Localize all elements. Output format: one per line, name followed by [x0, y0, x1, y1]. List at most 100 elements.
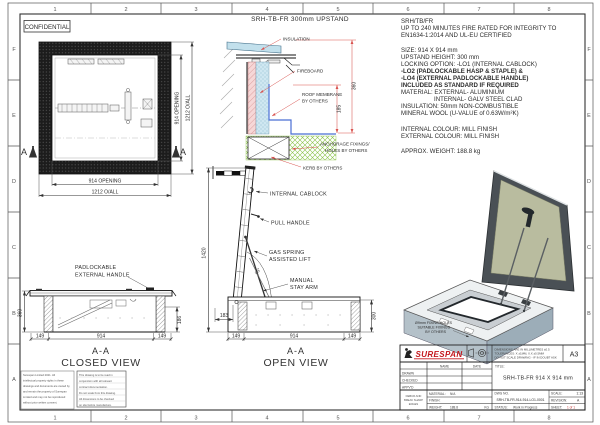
grid-row: C: [587, 245, 591, 251]
fixing-holes-label-2: SUITABLE FIXINGS: [418, 326, 451, 330]
sheet-size: A3: [570, 352, 579, 359]
closed-dim-360: 360: [18, 309, 24, 318]
revision-label: REVISION:: [551, 398, 567, 402]
dwg-number: SRH-TB-FR-914-914-LO1-0001: [496, 398, 544, 402]
grid-col: 4: [265, 7, 268, 13]
title-block: SURESPAN DIMENSIONS ARE IN MILLIMETRES ±…: [399, 344, 586, 411]
weight-value: 188.8: [450, 405, 458, 409]
note-line: intellectual property rights in these: [23, 379, 64, 383]
confidential-stamp: CONFIDENTIAL: [23, 20, 71, 33]
material-label: MATERIAL:: [429, 392, 446, 396]
grid-col: 8: [547, 7, 550, 13]
grid-row: C: [12, 245, 16, 251]
open-angle: 85°: [254, 267, 262, 276]
spec-line: LOCKING OPTION: -LO1 (INTERNAL CABLOCK): [401, 61, 537, 68]
debur-note-1: DEBUR AND: [406, 394, 422, 398]
section-title: SRH-TB-FR 300mm UPSTAND: [251, 16, 349, 23]
upstand-section-detail: SRH-TB-FR 300mm UPSTAND 360 185 INSULATI…: [212, 16, 370, 179]
spec-line: INSULATION: 50mm NON-COMBUSTIBLE: [401, 103, 518, 110]
grid-row: A: [587, 377, 591, 383]
note-line: conjunction with all relevant: [79, 379, 112, 383]
spec-line: EXTERNAL COLOUR: MILL FINISH: [401, 133, 499, 140]
spec-line: APPROX. WEIGHT: 188.8 kg: [401, 148, 480, 155]
tolerance-note-2: TOLERANCES: X ±1MM, X.X ±0.5MM: [495, 352, 545, 356]
note-line: All dimensions to be checked: [79, 397, 114, 401]
pull-handle-label: PULL HANDLE: [271, 221, 310, 227]
stay-arm: [249, 257, 273, 304]
gas-spring-label-1: GAS SPRING: [269, 250, 305, 256]
anchorage-label-2: HOLES BY OTHERS: [325, 148, 367, 153]
roof-membrane-line: [268, 84, 336, 135]
section-marker-right: A: [171, 146, 186, 158]
section-letter: A: [21, 147, 28, 157]
padlock-handle-label-2: EXTERNAL HANDLE: [75, 273, 130, 279]
plan-dim-overall-right: 1212 O/ALL: [186, 94, 192, 121]
drawing-title: SRH-TB-FR 914 X 914 mm: [503, 376, 573, 382]
grid-col: 7: [477, 416, 480, 422]
spec-line: -LO4 (EXTERNAL PADLOCKABLE HANDLE): [401, 75, 528, 82]
col-date: DATE: [473, 364, 481, 368]
grid-col: 6: [406, 7, 409, 13]
cablock-hook: [248, 187, 254, 194]
closed-lid: [25, 287, 177, 297]
closed-view-title: A-A: [92, 346, 110, 356]
spec-line: UP TO 240 MINUTES FIRE RATED FOR INTEGRI…: [401, 25, 557, 32]
grid-col: 1: [53, 7, 56, 13]
spec-line: UPSTAND HEIGHT: 300 mm: [401, 54, 479, 61]
open-view: 85° INTERNAL CABLOCK PULL HANDLE GAS SPR…: [202, 165, 378, 369]
grid-col: 3: [194, 416, 197, 422]
dim-360: 360: [352, 82, 358, 91]
grid-row: F: [587, 47, 591, 53]
open-dim-1420: 1420: [202, 247, 208, 258]
cablock-label: INTERNAL CABLOCK: [270, 192, 327, 198]
grid-col: 6: [406, 416, 409, 422]
open-lid: [232, 165, 260, 303]
surespan-logo-icon: [404, 348, 413, 358]
grid-col: 4: [265, 416, 268, 422]
grid-row: F: [12, 47, 16, 53]
finish-label: FINISH:: [429, 399, 440, 403]
title-label: TITLE:: [495, 365, 505, 369]
iso-lid-handle: [521, 207, 535, 228]
copyright-notes: Surespan Limited 2021. All intellectual …: [20, 370, 75, 410]
plan-dim-opening-right: 914 OPENING: [175, 91, 181, 124]
closed-dim-149-r: 149: [158, 334, 167, 340]
note-line: Do not scale from this drawing.: [79, 391, 116, 395]
scale-value: 1:13: [576, 392, 583, 396]
note-line: Surespan Limited 2021. All: [23, 373, 55, 377]
material-value: N/A: [450, 392, 456, 396]
plan-view: 914 OPENING 1212 O/ALL 914 OPENING 1212 …: [21, 41, 194, 198]
kerb-box: [247, 136, 290, 160]
roof-deck: [226, 41, 282, 54]
pull-handle-shape: [250, 213, 259, 217]
iso-lid-inner-face: [490, 179, 567, 282]
fixing-holes-label-1: Ø9mm FIXING HOLES: [415, 321, 453, 325]
scale-bar: [212, 166, 249, 179]
plan-dim-overall-bottom: 1212 O/ALL: [92, 190, 119, 196]
angle-arc: [246, 251, 272, 299]
note-line: contract documentation.: [79, 385, 108, 389]
section-dims: [293, 39, 356, 134]
spec-line: MATERIAL: EXTERNAL- ALUMINIUM: [401, 89, 504, 96]
surespan-logo: SURESPAN: [404, 348, 464, 360]
iso-label: Ø9mm FIXING HOLES SUITABLE FIXINGS BY OT…: [415, 321, 453, 334]
plan-dims-right: [158, 41, 194, 175]
grid-row: A: [12, 377, 16, 383]
grid-col: 7: [477, 7, 480, 13]
closed-view-subtitle: CLOSED VIEW: [61, 357, 141, 369]
grid-col: 8: [547, 416, 550, 422]
spec-line: INCLUDED AS STANDARD IF REQUIRED: [401, 82, 519, 89]
gas-spring-label-2: ASSISTED LIFT: [269, 257, 311, 263]
confidential-label: CONFIDENTIAL: [25, 24, 70, 31]
grid-col: 5: [336, 416, 339, 422]
open-dim-183: 183: [220, 313, 229, 319]
spec-line: MINERAL WOOL (U-VALUE of 0.63W/m²K): [401, 110, 519, 117]
iso-opening: [438, 296, 521, 323]
grid-row: D: [12, 179, 16, 185]
section-marker-left: A: [21, 146, 38, 158]
section-leaders: [259, 38, 319, 168]
dwg-label: DWG NO.: [495, 392, 509, 396]
sheet-label: SHEET:: [551, 405, 562, 409]
anchorage-label-1: ANCHORAGE FIXINGS/: [320, 142, 370, 147]
